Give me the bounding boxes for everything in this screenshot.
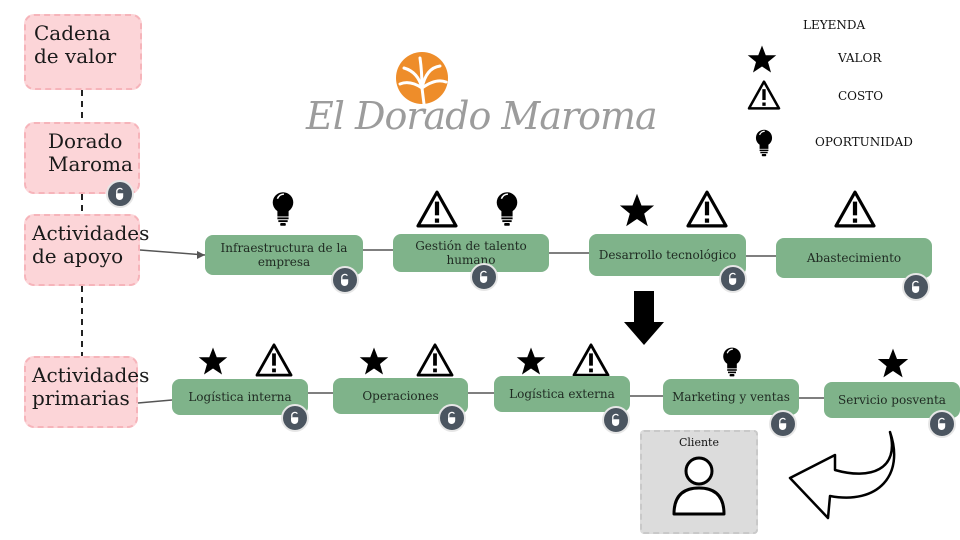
- star-icon: [877, 348, 909, 378]
- activity-label: Infraestructura de la empresa: [220, 241, 348, 269]
- lock-icon[interactable]: [470, 263, 498, 291]
- support-activities-label: Actividades de apoyo: [32, 221, 150, 268]
- company-logo: El Dorado Maroma: [300, 50, 658, 150]
- logo-sun-palm-icon: [396, 52, 448, 106]
- lock-icon[interactable]: [769, 410, 797, 438]
- warning-icon: [747, 80, 781, 110]
- lock-icon[interactable]: [106, 180, 134, 208]
- lock-icon[interactable]: [438, 404, 466, 432]
- activity-label: Operaciones: [362, 389, 439, 403]
- activity-label: Logística externa: [509, 387, 615, 401]
- lock-icon[interactable]: [331, 266, 359, 294]
- client-label: Cliente: [679, 436, 719, 449]
- return-arrow-icon: [788, 430, 896, 520]
- warning-icon: [572, 343, 610, 377]
- warning-icon: [834, 190, 876, 228]
- value-chain-title-box: Cadena de valor: [24, 14, 142, 90]
- star-icon: [747, 45, 777, 73]
- bulb-icon: [271, 191, 295, 227]
- activity-label: Desarrollo tecnológico: [598, 248, 737, 262]
- legend-cost: COSTO: [838, 89, 884, 103]
- lock-icon[interactable]: [928, 410, 956, 438]
- down-arrow-icon: [624, 291, 664, 345]
- legend-opportunity: OPORTUNIDAD: [815, 135, 913, 149]
- support-activity-infraestructura[interactable]: Infraestructura de la empresa: [205, 235, 363, 275]
- bulb-icon: [722, 346, 742, 378]
- legend-value: VALOR: [838, 51, 882, 65]
- warning-icon: [686, 190, 728, 228]
- primary-activities-box: Actividades primarias: [24, 356, 149, 428]
- warning-icon: [255, 343, 293, 377]
- support-activity-desarrollo-tecnologico[interactable]: Desarrollo tecnológico: [589, 234, 746, 276]
- support-activity-talento-humano[interactable]: Gestión de talento humano: [393, 234, 549, 272]
- activity-label: Marketing y ventas: [672, 390, 790, 404]
- star-icon: [359, 347, 389, 375]
- value-chain-title: Cadena de valor: [34, 21, 117, 68]
- star-icon: [619, 193, 655, 227]
- warning-icon: [416, 190, 458, 228]
- client-card: Cliente: [640, 430, 758, 534]
- lock-icon[interactable]: [719, 265, 747, 293]
- star-icon: [198, 347, 228, 375]
- activity-label: Gestión de talento humano: [415, 239, 527, 267]
- primary-activity-logistica-externa[interactable]: Logística externa: [494, 376, 630, 412]
- star-icon: [516, 347, 546, 375]
- activity-label: Servicio posventa: [838, 393, 946, 407]
- legend-title: LEYENDA: [803, 18, 866, 32]
- primary-activity-marketing-ventas[interactable]: Marketing y ventas: [663, 379, 799, 415]
- user-icon: [672, 456, 726, 516]
- activity-label: Abastecimiento: [806, 251, 902, 265]
- activity-label: Logística interna: [188, 390, 292, 404]
- lock-icon[interactable]: [902, 273, 930, 301]
- bulb-icon: [755, 129, 773, 157]
- support-activities-box: Actividades de apoyo: [24, 214, 149, 286]
- support-activity-abastecimiento[interactable]: Abastecimiento: [776, 238, 932, 278]
- bulb-icon: [495, 191, 519, 227]
- lock-icon[interactable]: [281, 404, 309, 432]
- company-name: Dorado Maroma: [48, 129, 133, 176]
- warning-icon: [416, 343, 454, 377]
- primary-activities-label: Actividades primarias: [32, 363, 150, 410]
- logo-text: El Dorado Maroma: [306, 94, 658, 138]
- lock-icon[interactable]: [602, 406, 630, 434]
